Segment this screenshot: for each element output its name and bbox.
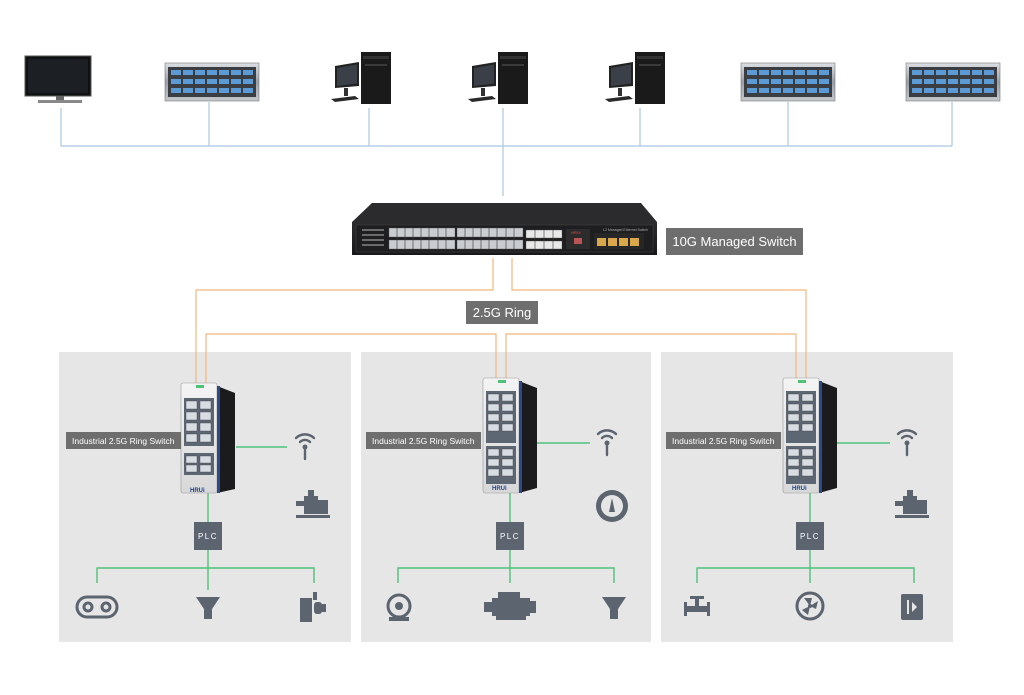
ring-connections: [195, 258, 807, 383]
wireless-antenna-icon: [596, 429, 618, 457]
fan-meter-icon: [386, 593, 412, 621]
core-switch-brand: HRUi: [571, 230, 581, 235]
plc-1: PLC: [194, 522, 222, 550]
ring-switch-1-label: Industrial 2.5G Ring Switch: [66, 432, 181, 449]
engine-icon: [484, 592, 536, 620]
conveyor-belt-icon: [75, 595, 119, 619]
ring-switch-1: [180, 382, 235, 494]
core-switch-label: 10G Managed Switch: [666, 228, 803, 255]
ring-switch-2-label: Industrial 2.5G Ring Switch: [366, 432, 481, 449]
pump-icon: [296, 490, 330, 518]
ring-label: 2.5G Ring: [466, 301, 538, 324]
workstation-icon: [605, 52, 665, 104]
filter-funnel-icon: [196, 597, 220, 619]
ring-switch-1-brand: HRUi: [190, 488, 205, 494]
ring-switch-2: [482, 377, 537, 494]
ring-switch-3: [782, 377, 837, 494]
workstation-icon: [468, 52, 528, 104]
ring-switch-2-brand: HRUi: [492, 486, 507, 492]
core-switch: [352, 203, 657, 255]
workstation-icon: [331, 52, 391, 104]
monitor-icon: [24, 55, 92, 103]
field-connections: [96, 442, 915, 590]
plc-2: PLC: [496, 522, 524, 550]
ring-switch-3-brand: HRUi: [792, 486, 807, 492]
wireless-antenna-icon: [896, 429, 918, 457]
pressure-gauge-icon: [596, 490, 628, 522]
damper-icon: [901, 594, 923, 620]
motor-control-icon: [300, 592, 326, 622]
valve-icon: [684, 596, 710, 616]
fan-icon: [795, 591, 825, 621]
server-icon: [740, 62, 836, 102]
ring-switch-3-label: Industrial 2.5G Ring Switch: [666, 432, 781, 449]
pump-icon: [895, 490, 929, 518]
server-icon: [905, 62, 1001, 102]
core-switch-panel-text: L2 Managed Ethernet Switch: [603, 228, 648, 232]
plc-3: PLC: [796, 522, 824, 550]
server-icon: [164, 62, 260, 102]
wireless-antenna-icon: [294, 433, 316, 461]
filter-funnel-icon: [602, 597, 626, 619]
lan-connections: [60, 102, 953, 196]
